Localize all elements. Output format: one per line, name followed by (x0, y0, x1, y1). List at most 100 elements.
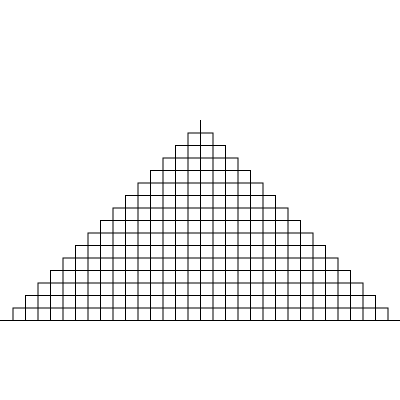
pyramid-block (200, 145, 214, 159)
pyramid-block (212, 170, 226, 184)
pyramid-block (200, 232, 214, 246)
pyramid-block (187, 182, 201, 196)
pyramid-block (287, 307, 301, 321)
pyramid-block (137, 182, 151, 196)
pyramid-block (175, 182, 189, 196)
pyramid-block (162, 232, 176, 246)
pyramid-block (212, 182, 226, 196)
pyramid-block (175, 270, 189, 284)
pyramid-block (100, 232, 114, 246)
pyramid-block (212, 157, 226, 171)
pyramid-block (187, 132, 201, 146)
pyramid-block (337, 282, 351, 296)
pyramid-block (325, 282, 339, 296)
pyramid-block (325, 295, 339, 309)
pyramid-block (337, 307, 351, 321)
pyramid-block (150, 307, 164, 321)
pyramid-block (137, 245, 151, 259)
pyramid-block (137, 220, 151, 234)
pyramid-block (75, 270, 89, 284)
pyramid-block (325, 307, 339, 321)
pyramid-block (187, 232, 201, 246)
pyramid-block (225, 195, 239, 209)
pyramid-block (187, 282, 201, 296)
pyramid-block (262, 282, 276, 296)
pyramid-block (212, 232, 226, 246)
pyramid-block (150, 257, 164, 271)
pyramid-block (162, 245, 176, 259)
pyramid-block (150, 295, 164, 309)
pyramid-block (225, 245, 239, 259)
pyramid-block (300, 295, 314, 309)
pyramid-block (287, 257, 301, 271)
pyramid-block (175, 207, 189, 221)
pyramid-block (187, 270, 201, 284)
pyramid-block (287, 232, 301, 246)
pyramid-block (275, 307, 289, 321)
pyramid-block (75, 257, 89, 271)
pyramid-block (62, 282, 76, 296)
pyramid-blocks (12, 132, 389, 321)
pyramid-block (237, 220, 251, 234)
pyramid-block (237, 232, 251, 246)
pyramid-block (187, 307, 201, 321)
pyramid-block (112, 232, 126, 246)
pyramid-block (262, 245, 276, 259)
pyramid-block (62, 295, 76, 309)
pyramid-block (25, 307, 39, 321)
pyramid-block (337, 270, 351, 284)
pyramid-block (250, 270, 264, 284)
pyramid-block (262, 207, 276, 221)
pyramid-block (187, 295, 201, 309)
pyramid-block (112, 257, 126, 271)
pyramid-block (100, 245, 114, 259)
pyramid-block (125, 282, 139, 296)
pyramid-block (100, 220, 114, 234)
pyramid-block (87, 295, 101, 309)
pyramid-block (200, 257, 214, 271)
pyramid-block (150, 220, 164, 234)
pyramid-block (150, 195, 164, 209)
pyramid-block (312, 282, 326, 296)
pyramid-block (300, 307, 314, 321)
pyramid-block (150, 232, 164, 246)
pyramid-block (137, 282, 151, 296)
pyramid-block (225, 182, 239, 196)
pyramid-block (212, 207, 226, 221)
pyramid-block (262, 220, 276, 234)
pyramid-block (237, 170, 251, 184)
pyramid-block (200, 207, 214, 221)
pyramid-block (87, 245, 101, 259)
pyramid-block (175, 157, 189, 171)
pyramid-block (250, 282, 264, 296)
pyramid-block (75, 307, 89, 321)
pyramid-block (187, 145, 201, 159)
pyramid-block (212, 295, 226, 309)
pyramid-block (350, 295, 364, 309)
pyramid-block (250, 195, 264, 209)
pyramid-block (162, 282, 176, 296)
pyramid-block (187, 220, 201, 234)
pyramid-block (112, 282, 126, 296)
pyramid-block (175, 282, 189, 296)
pyramid-block (162, 295, 176, 309)
pyramid-block (225, 157, 239, 171)
pyramid-block (225, 282, 239, 296)
pyramid-block (162, 182, 176, 196)
pyramid-block (75, 282, 89, 296)
pyramid-block (287, 295, 301, 309)
pyramid-block (175, 145, 189, 159)
pyramid-block (375, 307, 389, 321)
pyramid-block (212, 307, 226, 321)
pyramid-block (312, 307, 326, 321)
pyramid-block (200, 245, 214, 259)
pyramid-block (225, 170, 239, 184)
pyramid-block (200, 270, 214, 284)
pyramid-block (250, 257, 264, 271)
pyramid-block (200, 182, 214, 196)
pyramid-block (137, 257, 151, 271)
pyramid-block (225, 232, 239, 246)
pyramid-block (237, 257, 251, 271)
pyramid-block (100, 282, 114, 296)
pyramid-block (287, 270, 301, 284)
